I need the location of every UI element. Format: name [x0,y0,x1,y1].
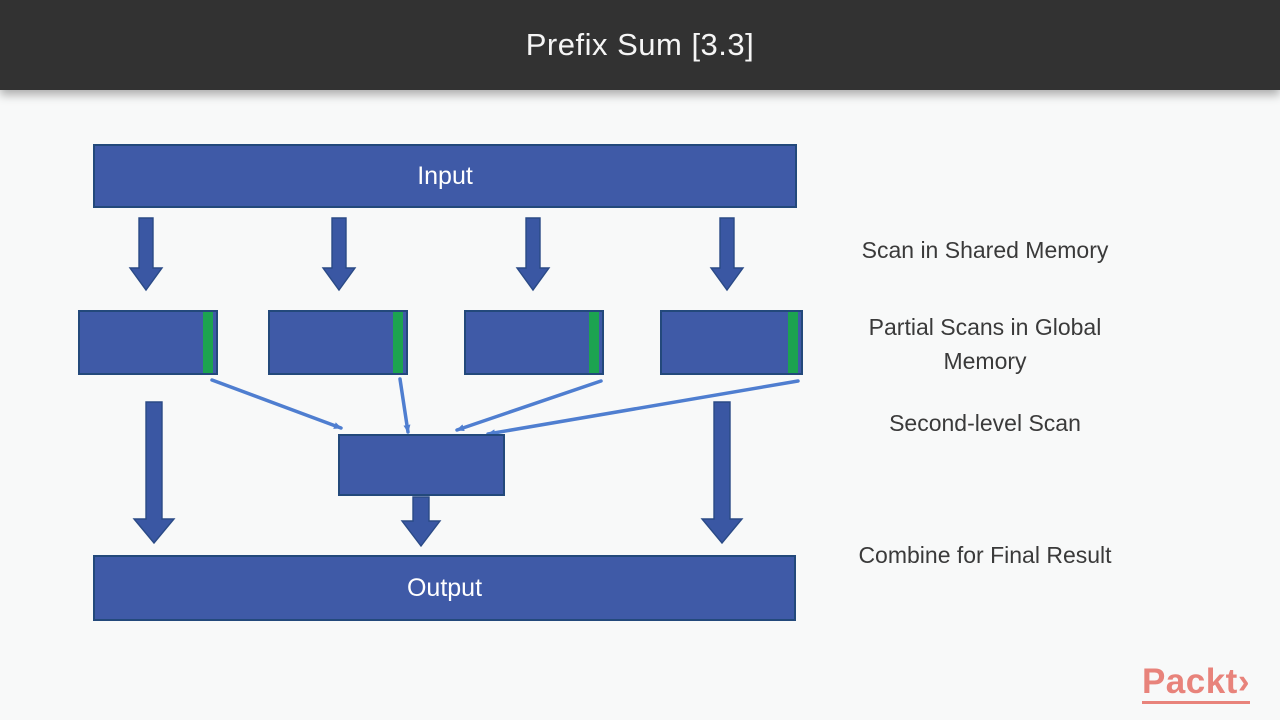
input-bar: Input [93,144,797,208]
block-sum-strip-1 [203,312,213,373]
title-bar: Prefix Sum [3.3] [0,0,1280,90]
packt-logo-chevron-icon: › [1237,662,1250,701]
partial-to-output-arrow-right [700,401,744,545]
input-bar-label: Input [417,161,473,190]
slide-title: Prefix Sum [3.3] [525,27,755,62]
annotation-scan-shared: Scan in Shared Memory [861,237,1109,263]
block-sum-strip-2 [393,312,403,373]
annotation-partial-global: Partial Scans in Global Memory [868,314,1102,374]
partial-scan-box-4 [660,310,803,375]
output-bar: Output [93,555,796,621]
annotation-second-level: Second-level Scan [889,410,1081,436]
partial-to-second-arrow-3 [455,379,603,432]
packt-logo: Packt› [1141,662,1250,704]
partial-scan-box-1 [78,310,218,375]
second-to-output-arrow [400,496,442,548]
input-split-arrow-3 [515,217,551,292]
output-bar-label: Output [406,573,483,602]
partial-to-output-arrow-left [132,401,176,545]
partial-scan-box-3 [464,310,604,375]
packt-logo-text: Packt [1141,662,1238,701]
input-split-arrow-2 [321,217,357,292]
partial-scan-box-2 [268,310,408,375]
input-split-arrow-4 [709,217,745,292]
partial-to-second-arrow-2 [398,377,411,434]
partial-to-second-arrow-1 [210,378,343,430]
block-sum-strip-4 [788,312,798,373]
second-level-scan-box [338,434,505,496]
input-split-arrow-1 [128,217,164,292]
annotation-combine: Combine for Final Result [858,542,1112,568]
partial-to-second-arrow-4 [486,379,800,437]
block-sum-strip-3 [589,312,599,373]
